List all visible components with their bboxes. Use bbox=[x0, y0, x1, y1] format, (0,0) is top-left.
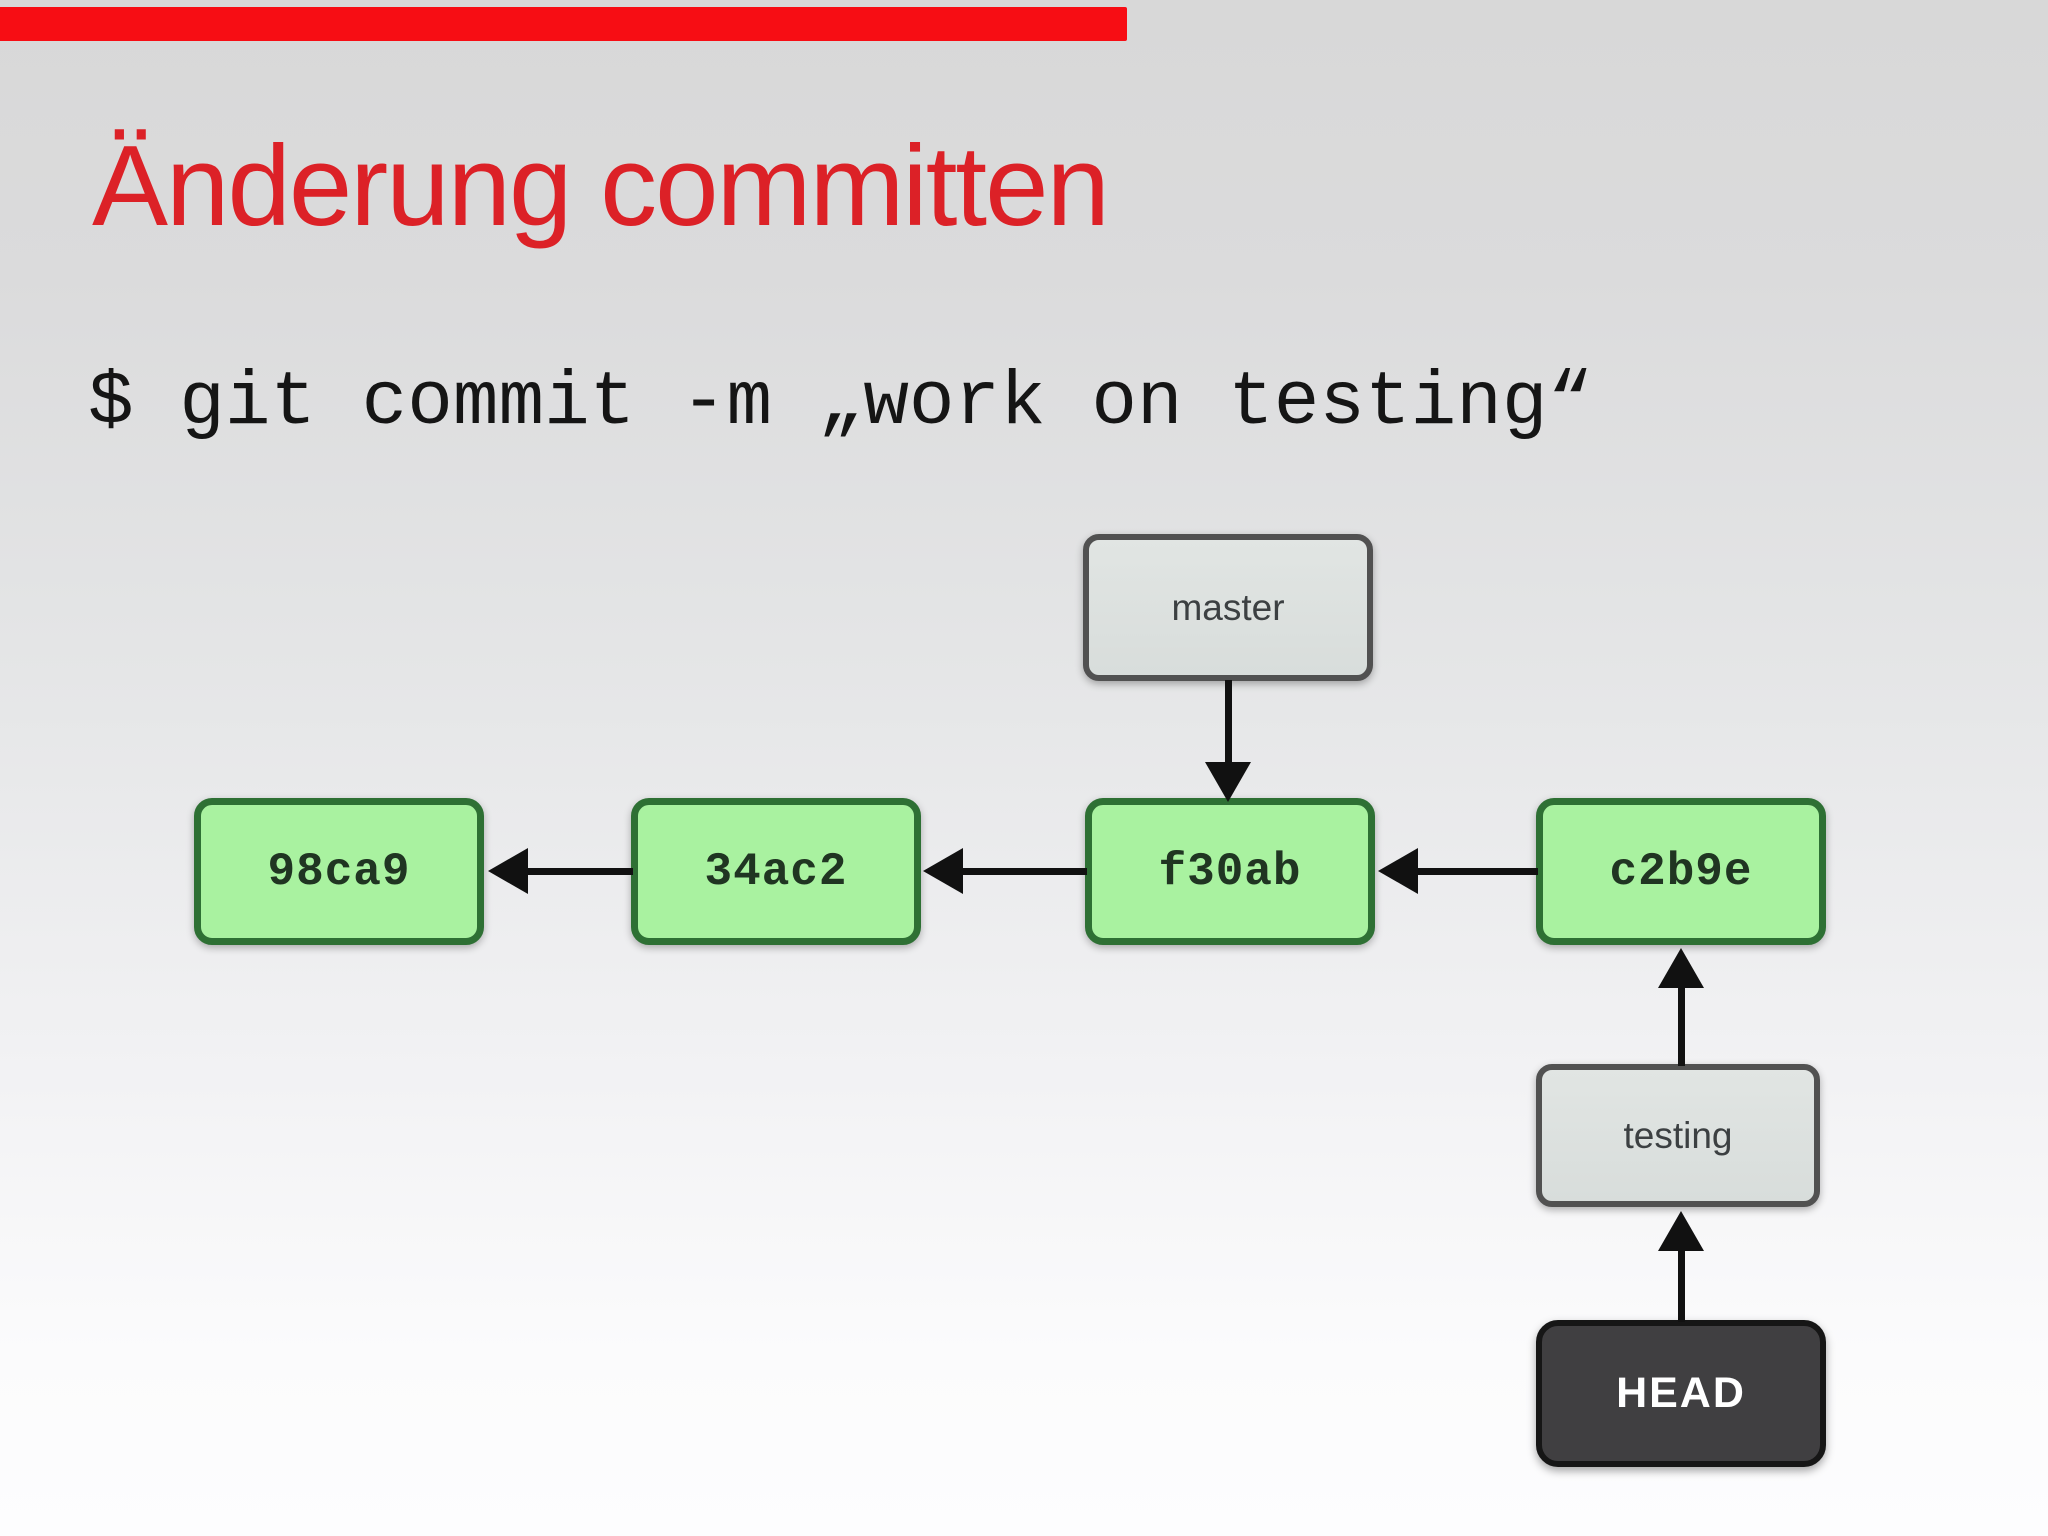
arrow-c2b9e-to-f30ab-line bbox=[1416, 868, 1538, 875]
branch-box-master: master bbox=[1083, 534, 1373, 681]
commit-box: 98ca9 bbox=[194, 798, 484, 945]
branch-box-testing: testing bbox=[1536, 1064, 1820, 1207]
arrow-left-icon bbox=[488, 848, 528, 894]
arrow-f30ab-to-34ac2-line bbox=[961, 868, 1087, 875]
slide-title: Änderung committen bbox=[92, 123, 1110, 250]
arrow-left-icon bbox=[1378, 848, 1418, 894]
head-label: HEAD bbox=[1616, 1369, 1746, 1417]
commit-hash: 34ac2 bbox=[704, 845, 848, 898]
arrow-head-to-testing-line bbox=[1678, 1249, 1685, 1322]
branch-label: master bbox=[1171, 586, 1285, 628]
video-progress-bar[interactable] bbox=[0, 7, 1127, 41]
arrow-master-to-f30ab-line bbox=[1225, 680, 1232, 765]
commit-box: f30ab bbox=[1085, 798, 1375, 945]
arrow-down-icon bbox=[1205, 762, 1251, 802]
branch-label: testing bbox=[1623, 1114, 1733, 1156]
commit-hash: f30ab bbox=[1158, 845, 1302, 898]
arrow-up-icon bbox=[1658, 1211, 1704, 1251]
commit-hash: c2b9e bbox=[1609, 845, 1753, 898]
commit-hash: 98ca9 bbox=[267, 845, 411, 898]
commit-box: 34ac2 bbox=[631, 798, 921, 945]
arrow-left-icon bbox=[923, 848, 963, 894]
head-box: HEAD bbox=[1536, 1320, 1826, 1467]
commit-box: c2b9e bbox=[1536, 798, 1826, 945]
arrow-34ac2-to-98ca9-line bbox=[526, 868, 633, 875]
arrow-up-icon bbox=[1658, 948, 1704, 988]
arrow-testing-to-c2b9e-line bbox=[1678, 986, 1685, 1066]
git-commit-command-text: $ git commit -m „work on testing“ bbox=[88, 360, 1594, 446]
